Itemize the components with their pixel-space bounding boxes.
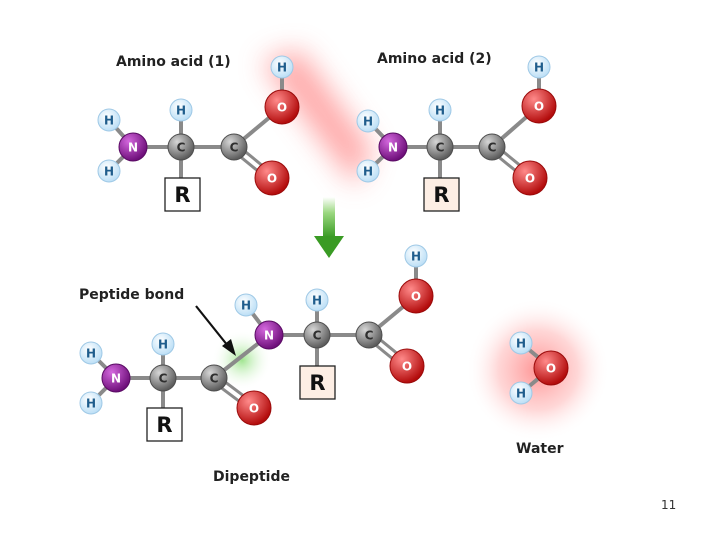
hydrogen-atom: H — [79, 341, 103, 365]
hydrogen-atom: H — [97, 159, 121, 183]
oxygen-atom: O — [264, 89, 300, 125]
r-groups: R R R R — [146, 177, 460, 442]
hydrogen-atom-symbol: H — [104, 165, 114, 179]
carbon-atom: C — [478, 133, 506, 161]
hydrogen-atom-symbol: H — [312, 294, 322, 308]
hydrogen-atom-symbol: H — [241, 299, 251, 313]
nitrogen-atom-symbol: N — [128, 141, 138, 155]
oxygen-atom-symbol: O — [546, 362, 556, 376]
nitrogen-atom-symbol: N — [111, 372, 121, 386]
r-group: R — [299, 365, 336, 400]
carbon-atom-symbol: C — [230, 141, 239, 155]
oxygen-atom: O — [512, 160, 548, 196]
oxygen-atom: O — [254, 160, 290, 196]
nitrogen-atom: N — [101, 363, 131, 393]
hydrogen-atom: H — [356, 109, 380, 133]
carbon-atom-symbol: C — [177, 141, 186, 155]
carbon-atom: C — [149, 364, 177, 392]
r-group-symbol: R — [309, 371, 325, 395]
oxygen-atom: O — [236, 390, 272, 426]
hydrogen-atom: H — [356, 159, 380, 183]
nitrogen-atom-symbol: N — [264, 329, 274, 343]
carbon-atom: C — [200, 364, 228, 392]
carbon-atom: C — [167, 133, 195, 161]
hydrogen-atom-symbol: H — [411, 250, 421, 264]
hydrogen-atom-symbol: H — [363, 165, 373, 179]
hydrogen-atom-symbol: H — [516, 337, 526, 351]
hydrogen-atom-symbol: H — [363, 115, 373, 129]
carbon-atom: C — [220, 133, 248, 161]
carbon-atom: C — [426, 133, 454, 161]
r-group: R — [146, 407, 183, 442]
oxygen-atom-symbol: O — [411, 290, 421, 304]
hydrogen-atom-symbol: H — [104, 114, 114, 128]
carbon-atom-symbol: C — [210, 372, 219, 386]
label-dipeptide: Dipeptide — [213, 469, 290, 485]
hydrogen-atom-symbol: H — [534, 61, 544, 75]
r-group-symbol: R — [156, 413, 172, 437]
hydrogen-atom-symbol: H — [176, 104, 186, 118]
hydrogen-atom: H — [404, 244, 428, 268]
oxygen-atom-symbol: O — [267, 172, 277, 186]
hydrogen-atom: H — [305, 288, 329, 312]
oxygen-atom: O — [389, 348, 425, 384]
nitrogen-atom-symbol: N — [388, 141, 398, 155]
hydrogen-atom: H — [509, 331, 533, 355]
hydrogen-atom-symbol: H — [158, 338, 168, 352]
hydrogen-atom-symbol: H — [516, 387, 526, 401]
removed-water-glow — [262, 50, 372, 186]
reaction-arrow — [314, 197, 344, 258]
hydrogen-atom: H — [79, 391, 103, 415]
hydrogen-atom-symbol: H — [435, 104, 445, 118]
oxygen-atom: O — [521, 88, 557, 124]
carbon-atom-symbol: C — [436, 141, 445, 155]
page-number: 11 — [661, 498, 676, 512]
label-peptide-bond: Peptide bond — [79, 287, 184, 303]
carbon-atom-symbol: C — [488, 141, 497, 155]
hydrogen-atom: H — [151, 332, 175, 356]
carbon-atom-symbol: C — [313, 329, 322, 343]
carbon-atom: C — [303, 321, 331, 349]
r-group: R — [423, 177, 460, 212]
hydrogen-atom: H — [527, 55, 551, 79]
nitrogen-atom: N — [378, 132, 408, 162]
nitrogen-atom: N — [118, 132, 148, 162]
oxygen-atom-symbol: O — [525, 172, 535, 186]
hydrogen-atom-symbol: H — [86, 397, 96, 411]
hydrogen-atom-symbol: H — [277, 61, 287, 75]
peptide-bond-pointer — [195, 305, 236, 356]
carbon-atom: C — [355, 321, 383, 349]
hydrogen-atom: H — [270, 55, 294, 79]
hydrogen-atom: H — [97, 108, 121, 132]
oxygen-atom: O — [533, 350, 569, 386]
carbon-atom-symbol: C — [365, 329, 374, 343]
r-group-symbol: R — [174, 183, 190, 207]
oxygen-atom: O — [398, 278, 434, 314]
label-amino-acid-2: Amino acid (2) — [377, 51, 492, 67]
hydrogen-atom: H — [169, 98, 193, 122]
oxygen-atom-symbol: O — [249, 402, 259, 416]
carbon-atom-symbol: C — [159, 372, 168, 386]
r-group-symbol: R — [433, 183, 449, 207]
oxygen-atom-symbol: O — [534, 100, 544, 114]
nitrogen-atom: N — [254, 320, 284, 350]
label-amino-acid-1: Amino acid (1) — [116, 54, 231, 70]
r-group: R — [164, 177, 201, 212]
oxygen-atom-symbol: O — [402, 360, 412, 374]
hydrogen-atom: H — [509, 381, 533, 405]
oxygen-atom-symbol: O — [277, 101, 287, 115]
hydrogen-atom: H — [234, 293, 258, 317]
hydrogen-atom-symbol: H — [86, 347, 96, 361]
hydrogen-atom: H — [428, 98, 452, 122]
label-water: Water — [516, 441, 564, 457]
